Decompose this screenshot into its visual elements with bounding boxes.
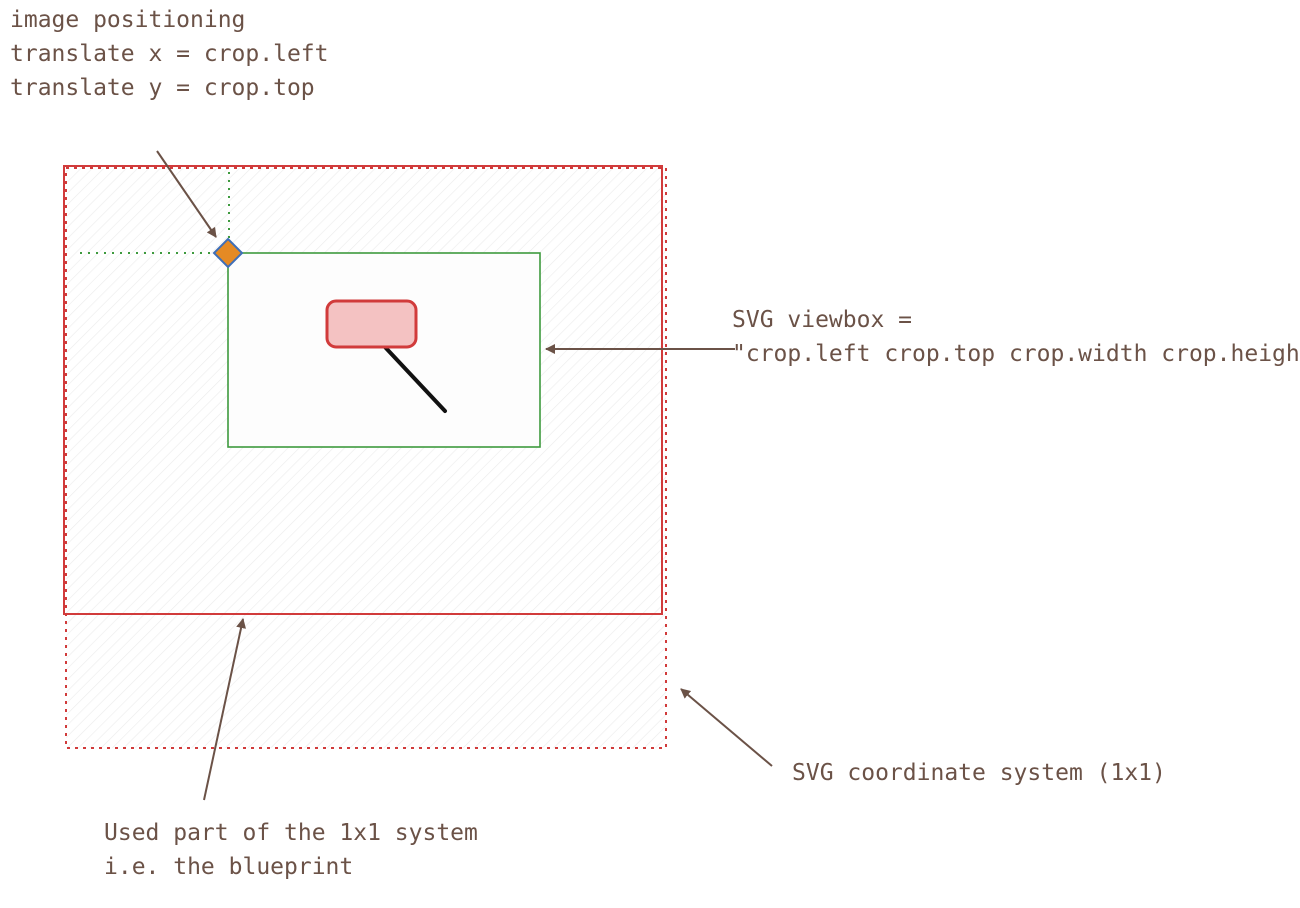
content-element xyxy=(325,299,418,349)
blueprint-arrow xyxy=(203,618,246,801)
crop-origin-marker xyxy=(212,237,244,269)
blueprint-rect xyxy=(63,165,663,615)
content-line xyxy=(382,344,447,413)
viewbox-note: SVG viewbox = "crop.left crop.top crop.w… xyxy=(732,303,1300,371)
note-line: i.e. the blueprint xyxy=(104,854,354,880)
note-line: SVG viewbox = xyxy=(732,307,913,333)
note-line: translate y = crop.top xyxy=(10,75,315,101)
note-line: translate x = crop.left xyxy=(10,41,329,67)
coordinate-system-arrow xyxy=(680,688,773,767)
note-line: SVG coordinate system (1x1) xyxy=(792,760,1166,786)
positioning-arrow xyxy=(156,150,217,238)
note-line: Used part of the 1x1 system xyxy=(104,820,478,846)
note-line: "crop.left crop.top crop.width crop.heig… xyxy=(732,341,1300,367)
note-line: image positioning xyxy=(10,7,246,33)
coordinate-system-note: SVG coordinate system (1x1) xyxy=(792,756,1166,790)
image-positioning-note: image positioning translate x = crop.lef… xyxy=(10,3,329,105)
viewbox-rect xyxy=(227,252,541,448)
blueprint-note: Used part of the 1x1 system i.e. the blu… xyxy=(104,816,478,884)
